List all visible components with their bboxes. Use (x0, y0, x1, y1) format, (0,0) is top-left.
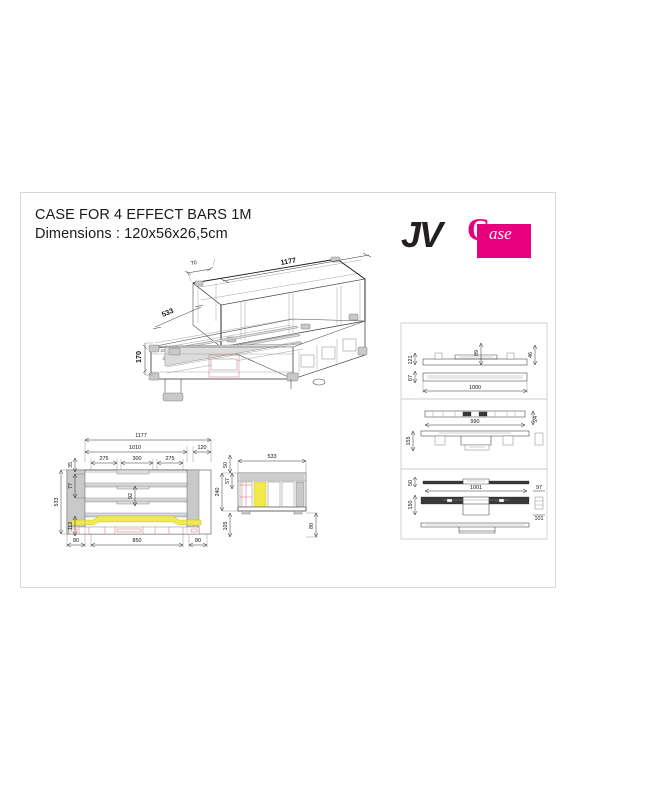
plan-dim-80-right: 80 (195, 538, 201, 544)
plan-case-outline (66, 469, 212, 535)
plan-dim-1177: 1177 (84, 433, 212, 462)
detail1-dim-1000: 1000 (469, 385, 481, 391)
detail3-dim-97: 97 (536, 485, 542, 491)
dim-533: 533 (152, 304, 204, 330)
title-block: CASE FOR 4 EFFECT BARS 1M Dimensions : 1… (35, 206, 252, 244)
section-dim-57-240: 57 240 (215, 472, 238, 512)
drawing-sheet: CASE FOR 4 EFFECT BARS 1M Dimensions : 1… (20, 192, 556, 588)
section-dim-50: 50 (223, 462, 229, 468)
detail1-dim-46: 46 (528, 352, 534, 358)
section-dim-105: 105 (223, 522, 229, 531)
plan-dim-275-left: 275 (100, 456, 109, 462)
detail1-dim-89: 89 (474, 350, 480, 356)
section-body (237, 472, 307, 515)
detail2-dim-24: 24 (533, 416, 539, 422)
section-view: 533 50 (206, 441, 326, 551)
plan-dim-1010: 1010 (129, 445, 141, 451)
section-dim-57: 57 (225, 478, 231, 484)
section-dim-50: 50 (223, 454, 233, 474)
plan-dim-120: 120 (198, 445, 207, 451)
detail3-dim-50: 50 (408, 480, 414, 486)
plan-dim-275-right: 275 (166, 456, 175, 462)
section-dim-240: 240 (215, 488, 221, 497)
plan-dim-275-300-275: 275 300 275 (90, 456, 184, 470)
detail3-dim-101: 101 (535, 516, 544, 522)
detail-panels-group: 121 89 46 67 1000 (399, 321, 549, 541)
case-base (148, 318, 368, 402)
logo-case-text: ase (489, 224, 512, 243)
plan-bottom-bar (68, 526, 200, 535)
section-dim-533: 533 (237, 454, 307, 473)
logo-jv-text: JV (401, 214, 443, 255)
dim-170: 170 (134, 342, 153, 376)
plan-bottom-dims: 80 850 80 (66, 534, 208, 548)
plan-dim-92: 92 (128, 493, 134, 499)
plan-vert-dims: 35 77 533 112 92 (54, 457, 138, 537)
plan-dim-80-left: 80 (73, 538, 79, 544)
iso-dim-70: 70 (190, 260, 197, 267)
plan-dim-77: 77 (68, 483, 74, 489)
section-dim-80: 80 (309, 523, 315, 529)
plan-dim-300: 300 (133, 456, 142, 462)
detail-panel-3: 50 1001 150 (408, 476, 545, 534)
plan-dim-1010-120: 1010 120 (84, 445, 212, 462)
isometric-view: 70 1177 533 170 (134, 251, 391, 411)
detail-panel-1: 121 89 46 67 1000 (408, 342, 538, 394)
page-title: CASE FOR 4 EFFECT BARS 1M (35, 207, 252, 223)
plan-dim-112: 112 (68, 522, 74, 531)
plan-dim-1177: 1177 (135, 433, 147, 439)
dim-70: 70 (184, 258, 216, 282)
detail1-dim-67: 67 (408, 375, 414, 381)
detail3-dim-1001: 1001 (470, 485, 482, 491)
plan-dim-35: 35 (68, 462, 74, 468)
detail-panel-2: 990 24 155 (406, 410, 544, 452)
plan-dim-533: 533 (54, 498, 60, 507)
iso-dim-170: 170 (134, 351, 143, 363)
logo-magenta-box (477, 224, 531, 258)
iso-dim-533: 533 (160, 306, 175, 319)
dim-1177: 1177 (220, 252, 372, 284)
detail2-dim-990: 990 (471, 419, 480, 425)
logo-c-letter: C (467, 211, 491, 247)
section-dim-533: 533 (268, 454, 277, 460)
plan-dim-850: 850 (133, 538, 142, 544)
detail2-dim-155: 155 (406, 437, 412, 446)
dimensions-subtitle: Dimensions : 120x56x26,5cm (35, 226, 228, 242)
plan-view: 1177 1010 120 275 300 275 (43, 428, 223, 558)
detail1-dim-121: 121 (408, 356, 414, 365)
section-dim-105-80: 105 80 (223, 512, 319, 538)
jv-case-logo: JV C ase (401, 211, 541, 259)
iso-dim-1177: 1177 (280, 255, 297, 267)
detail3-dim-150: 150 (408, 501, 414, 510)
